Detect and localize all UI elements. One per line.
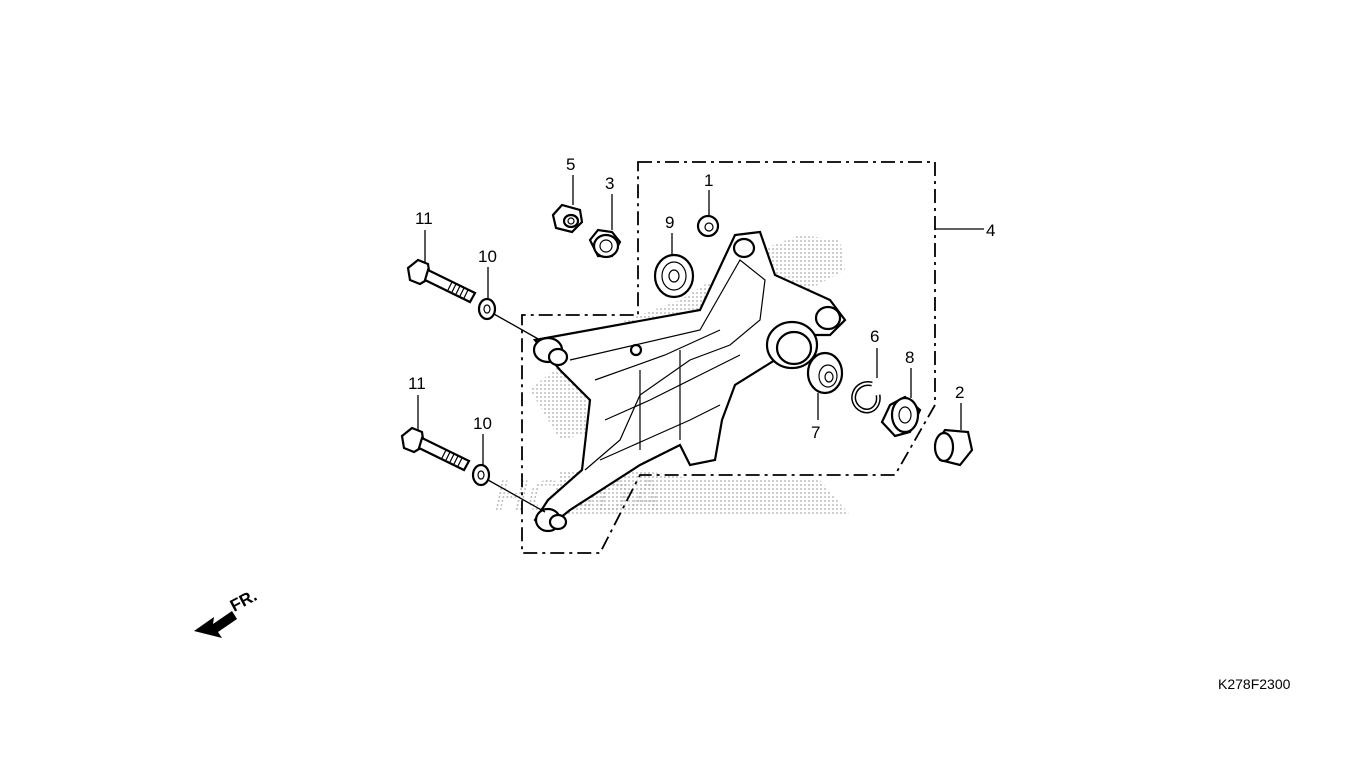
callout-11-lower: 11 <box>408 374 426 393</box>
callout-1: 1 <box>704 171 713 190</box>
callout-7: 7 <box>811 423 820 442</box>
front-arrow-icon: FR. <box>194 586 260 638</box>
assembly-boundary <box>521 161 936 554</box>
part-9-bearing <box>653 253 695 299</box>
part-11-bolt-lower <box>400 426 471 472</box>
swing-arm <box>532 230 847 533</box>
part-11-bolt-upper <box>406 258 477 304</box>
part-6-snap-ring <box>851 381 881 414</box>
callout-6: 6 <box>870 327 879 346</box>
callout-2: 2 <box>955 383 964 402</box>
part-8-bearing <box>880 395 922 438</box>
callout-5: 5 <box>566 155 575 174</box>
callout-9: 9 <box>665 213 674 232</box>
callout-10-upper: 10 <box>478 247 497 266</box>
part-2-collar <box>933 428 974 467</box>
part-10-washer-upper <box>477 297 497 321</box>
callout-3: 3 <box>605 174 614 193</box>
callout-4: 4 <box>986 221 995 240</box>
part-5-collar <box>551 203 584 234</box>
part-10-washer-lower <box>471 463 491 487</box>
part-1-bushing <box>696 214 720 238</box>
part-7-bearing <box>806 351 844 395</box>
part-3-bushing <box>588 228 622 259</box>
callout-10-lower: 10 <box>473 414 492 433</box>
callout-11-upper: 11 <box>415 209 433 228</box>
callout-8: 8 <box>905 348 914 367</box>
figure-code: K278F2300 <box>1218 676 1291 692</box>
